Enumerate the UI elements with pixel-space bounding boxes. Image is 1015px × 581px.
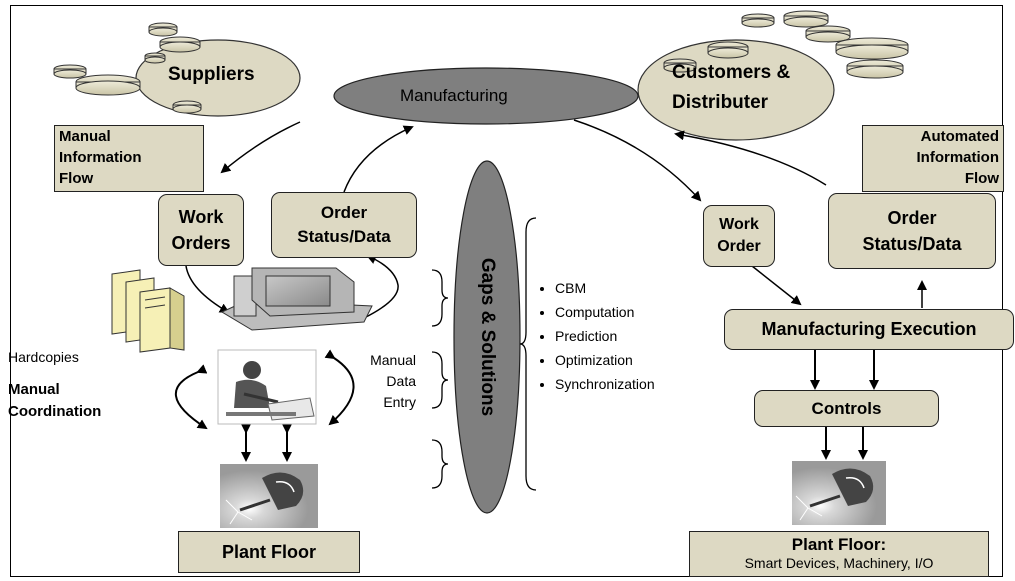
computer-icon [220, 267, 373, 331]
controls-box: Controls [754, 390, 939, 427]
flow-arrows [185, 119, 927, 319]
manual-coordination-label: Manual Coordination [8, 381, 102, 420]
solution-item: Optimization [555, 348, 655, 372]
solution-item: Prediction [555, 324, 655, 348]
solution-item: CBM [555, 276, 655, 300]
automated-information-flow-note: Automated Information Flow [862, 125, 1004, 192]
gaps-solutions-ellipse [453, 160, 521, 514]
manufacturing-label: Manufacturing [400, 86, 508, 105]
order-status-data-box-left: Order Status/Data [271, 192, 417, 258]
welder-icon [220, 464, 318, 528]
manual-data-entry-label: Manual Data Entry [370, 352, 416, 410]
welder-icon [792, 461, 886, 525]
plant-floor-box-right: Plant Floor: Smart Devices, Machinery, I… [689, 531, 989, 577]
manual-information-flow-note: Manual Information Flow [54, 125, 204, 192]
brace-connectors [431, 217, 537, 491]
plant-floor-subtitle: Smart Devices, Machinery, I/O [744, 555, 934, 571]
suppliers-cloud [135, 39, 301, 117]
manufacturing-ellipse [333, 67, 639, 125]
diagram-frame [10, 5, 1003, 577]
database-disk-icon [53, 22, 202, 114]
solution-item: Synchronization [555, 372, 655, 396]
order-status-data-box-right: Order Status/Data [828, 193, 996, 269]
gaps-solutions-label: Gaps & Solutions [477, 257, 498, 417]
solution-item: Computation [555, 300, 655, 324]
office-worker-icon [217, 349, 317, 425]
work-orders-box: Work Orders [158, 194, 244, 266]
hardcopies-label: Hardcopies [8, 349, 79, 365]
suppliers-label: Suppliers [168, 64, 255, 85]
database-disk-icon [663, 10, 909, 79]
plant-floor-box-left: Plant Floor [178, 531, 360, 573]
plant-floor-title: Plant Floor: [791, 535, 887, 554]
manufacturing-execution-box: Manufacturing Execution [724, 309, 1014, 350]
solutions-list: CBM Computation Prediction Optimization … [537, 276, 655, 396]
customers-label: Customers & Distributer [672, 62, 791, 113]
double-arrows [175, 342, 879, 462]
work-order-box-right: Work Order [703, 205, 775, 267]
server-tower-icon [111, 269, 185, 353]
